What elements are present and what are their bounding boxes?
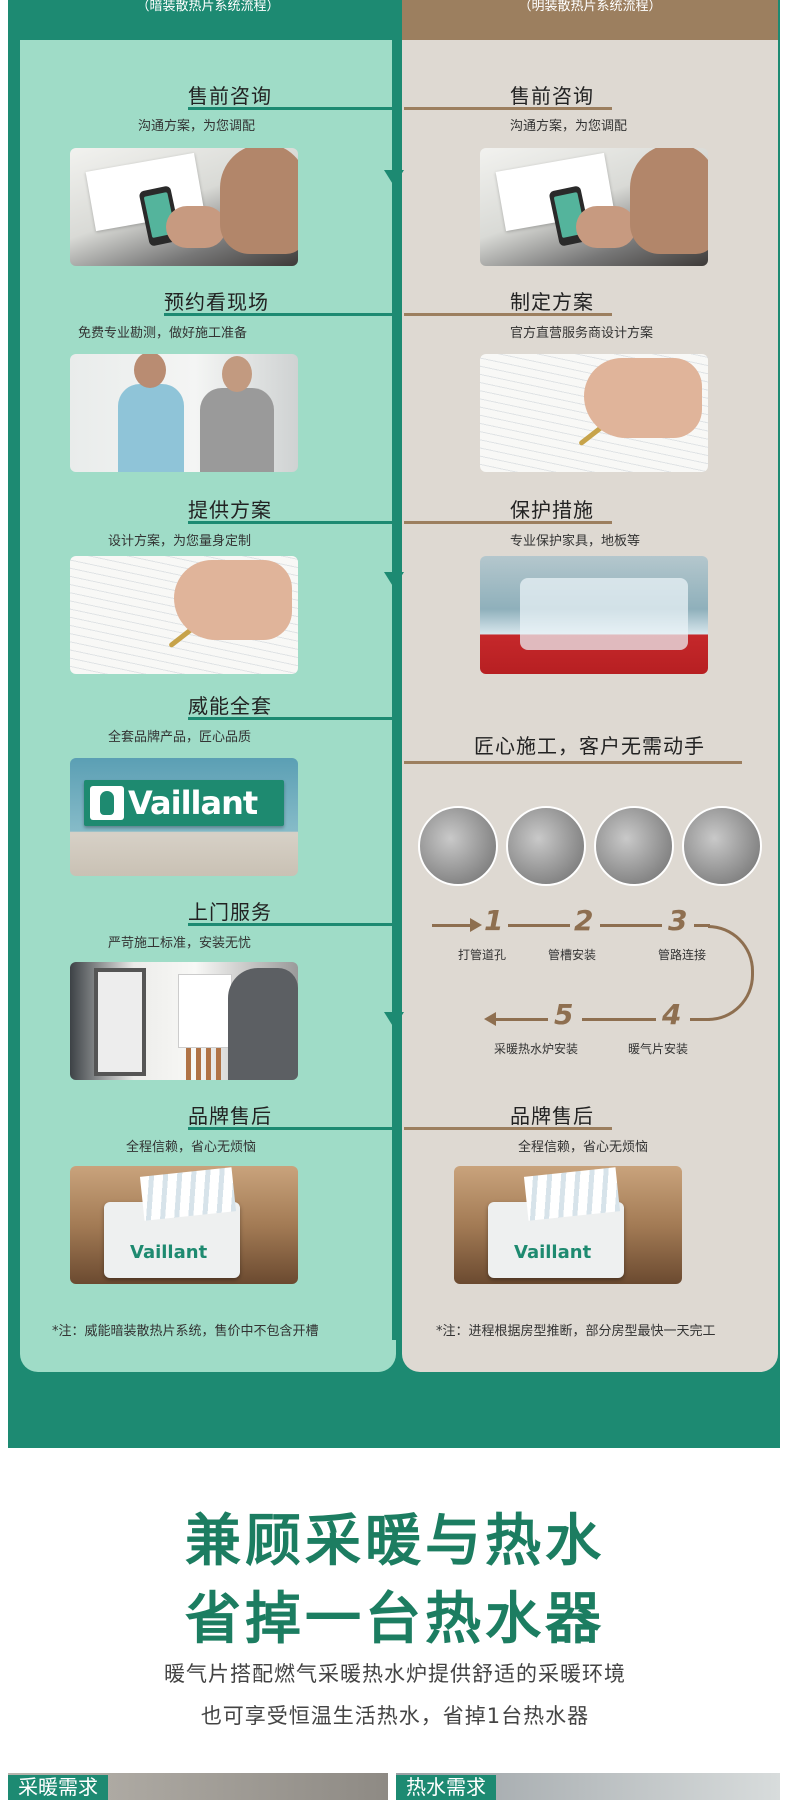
left-step-2-underline bbox=[164, 313, 394, 316]
right-step-2-desc: 官方直营服务商设计方案 bbox=[510, 326, 654, 341]
right-step-1-underline bbox=[404, 107, 612, 110]
vaillant-box-logo: Vaillant bbox=[130, 1242, 208, 1263]
left-step-6-title: 品牌售后 bbox=[188, 1104, 272, 1128]
promo-title-line-1: 兼顾采暖与热水 bbox=[185, 1509, 605, 1574]
left-step-2-title: 预约看现场 bbox=[164, 290, 269, 314]
flow-line-3-curve bbox=[694, 924, 710, 927]
right-step-2-title: 制定方案 bbox=[510, 290, 594, 314]
left-step-3-underline bbox=[188, 521, 394, 524]
right-step-3-title: 保护措施 bbox=[510, 498, 594, 522]
vaillant-logo-icon bbox=[90, 786, 124, 820]
left-step-4-title: 威能全套 bbox=[188, 694, 272, 718]
flow-step-2-num: 2 bbox=[574, 904, 594, 937]
promo-subtitle-line-1: 暖气片搭配燃气采暖热水炉提供舒适的采暖环境 bbox=[164, 1662, 626, 1686]
left-note: *注：威能暗装散热片系统，售价中不包含开槽 bbox=[52, 1324, 319, 1339]
right-after-sales-photo: Vaillant bbox=[454, 1166, 682, 1284]
left-step-3-title: 提供方案 bbox=[188, 498, 272, 522]
flow-line-2-3 bbox=[600, 924, 662, 927]
flow-step-1-num: 1 bbox=[484, 904, 504, 937]
arrow-left-icon bbox=[484, 1012, 496, 1026]
flow-step-3-num: 3 bbox=[668, 904, 688, 937]
arrow-right-icon bbox=[470, 918, 482, 932]
left-step-6-desc: 全程信赖，省心无烦恼 bbox=[126, 1140, 257, 1155]
flow-step-4-num: 4 bbox=[662, 998, 682, 1031]
right-step-5-title: 品牌售后 bbox=[510, 1104, 594, 1128]
timeline-line bbox=[392, 0, 396, 1340]
flow-line-4-5 bbox=[582, 1018, 656, 1021]
concealed-process-header: （暗装散热片系统流程） bbox=[20, 0, 396, 40]
flow-line-start bbox=[432, 924, 472, 927]
right-note: *注：进程根据房型推断，部分房型最快一天完工 bbox=[436, 1324, 716, 1339]
left-step-5-title: 上门服务 bbox=[188, 900, 272, 924]
flow-step-4-label: 暖气片安装 bbox=[628, 1042, 689, 1056]
process-photo-piping bbox=[594, 806, 674, 886]
right-step-1-desc: 沟通方案，为您调配 bbox=[510, 119, 628, 134]
process-photo-radiator bbox=[682, 806, 762, 886]
promo-subtitle-line-2: 也可享受恒温生活热水，省掉1台热水器 bbox=[200, 1704, 590, 1728]
design-photo bbox=[70, 556, 298, 674]
right-design-photo bbox=[480, 354, 708, 472]
flow-line-curve-4 bbox=[690, 1018, 710, 1021]
left-step-3-desc: 设计方案，为您量身定制 bbox=[108, 534, 252, 549]
right-step-1-title: 售前咨询 bbox=[510, 84, 594, 108]
arrow-down-icon bbox=[384, 1012, 404, 1028]
protection-photo bbox=[480, 556, 708, 674]
arrow-down-icon bbox=[384, 572, 404, 588]
right-step-4-title: 匠心施工，客户无需动手 bbox=[474, 734, 705, 758]
left-step-4-underline bbox=[188, 717, 394, 720]
consult-photo bbox=[70, 148, 298, 266]
flow-line-end bbox=[496, 1018, 548, 1021]
left-step-5-desc: 严苛施工标准，安装无忧 bbox=[108, 936, 252, 951]
flow-line-1-2 bbox=[508, 924, 570, 927]
left-step-6-underline bbox=[188, 1127, 394, 1130]
left-step-5-underline bbox=[188, 923, 394, 926]
right-step-3-desc: 专业保护家具，地板等 bbox=[510, 534, 641, 549]
heating-demand-tag: 采暖需求 bbox=[8, 1775, 108, 1800]
flow-step-1-label: 打管道孔 bbox=[458, 948, 507, 962]
site-visit-photo bbox=[70, 354, 298, 472]
vaillant-box-logo: Vaillant bbox=[514, 1242, 592, 1263]
flow-step-2-label: 管槽安装 bbox=[548, 948, 597, 962]
promo-title-line-2: 省掉一台热水器 bbox=[185, 1587, 605, 1652]
arrow-down-icon bbox=[384, 170, 404, 186]
vaillant-sign-photo: Vaillant bbox=[70, 758, 298, 876]
right-step-4-underline bbox=[404, 761, 742, 764]
left-step-1-title: 售前咨询 bbox=[188, 84, 272, 108]
left-step-2-desc: 免费专业勘测，做好施工准备 bbox=[78, 326, 248, 341]
right-consult-photo bbox=[480, 148, 708, 266]
right-step-5-underline bbox=[404, 1127, 612, 1130]
vaillant-logo-text: Vaillant bbox=[128, 784, 258, 822]
left-step-4-desc: 全套品牌产品，匠心品质 bbox=[108, 730, 252, 745]
right-step-3-underline bbox=[404, 521, 612, 524]
exposed-process-header: （明装散热片系统流程） bbox=[402, 0, 778, 40]
process-photo-trunking bbox=[506, 806, 586, 886]
flow-step-3-label: 管路连接 bbox=[658, 948, 707, 962]
process-photo-drilling bbox=[418, 806, 498, 886]
process-section: （暗装散热片系统流程） （明装散热片系统流程） 售前咨询 沟通方案，为您调配 预… bbox=[8, 0, 780, 1448]
right-step-5-desc: 全程信赖，省心无烦恼 bbox=[518, 1140, 649, 1155]
right-step-2-underline bbox=[404, 313, 612, 316]
left-step-1-underline bbox=[188, 107, 394, 110]
flow-step-5-label: 采暖热水炉安装 bbox=[494, 1042, 579, 1056]
hot-water-demand-tag: 热水需求 bbox=[396, 1775, 496, 1800]
flow-step-5-num: 5 bbox=[554, 998, 574, 1031]
onsite-service-photo bbox=[70, 962, 298, 1080]
left-step-1-desc: 沟通方案，为您调配 bbox=[138, 119, 256, 134]
after-sales-photo: Vaillant bbox=[70, 1166, 298, 1284]
